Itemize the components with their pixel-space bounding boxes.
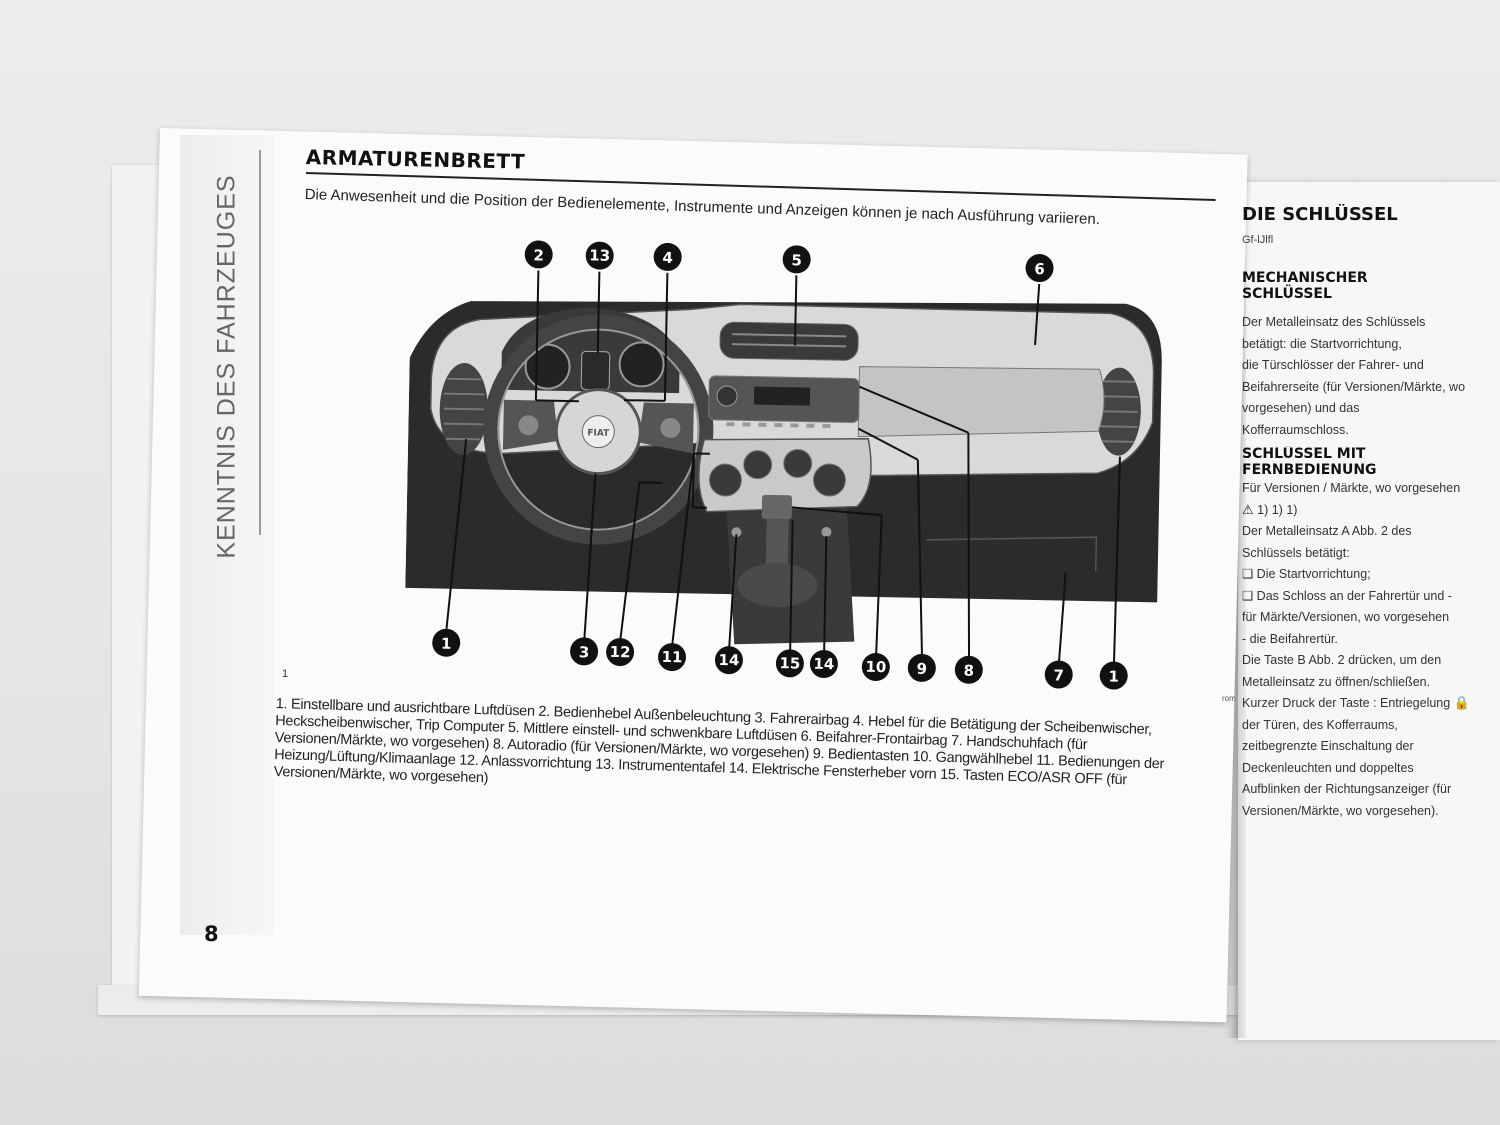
callout-11: 11	[658, 643, 687, 672]
callout-14-right: 14	[809, 649, 838, 678]
callout-5: 5	[782, 245, 811, 274]
svg-text:14: 14	[718, 651, 739, 669]
section-mechanical-key: MECHANISCHER SCHLÜSSEL	[1242, 270, 1500, 302]
svg-text:5: 5	[791, 251, 802, 269]
callout-1-right: 1	[1099, 661, 1128, 690]
warning-triangle-icon: ⚠	[1242, 502, 1254, 518]
svg-text:15: 15	[779, 654, 800, 672]
callout-8: 8	[954, 655, 983, 684]
center-air-vent	[719, 321, 859, 361]
svg-text:11: 11	[661, 648, 682, 666]
dashboard-illustration: FIAT	[405, 240, 1162, 690]
body-line: die Türschlösser der Fahrer- und	[1242, 358, 1424, 372]
page-number: 8	[204, 922, 219, 946]
figure-number: 1	[282, 668, 289, 680]
svg-text:1: 1	[441, 635, 452, 653]
body-line: Für Versionen / Märkte, wo vorgesehen	[1242, 481, 1461, 495]
svg-text:3: 3	[579, 643, 590, 661]
body-line: Beifahrerseite (für Versionen/Märkte, wo	[1242, 379, 1466, 394]
svg-text:4: 4	[662, 249, 673, 267]
body-line: Versionen/Märkte, wo vorgesehen).	[1242, 803, 1439, 818]
section-title: MECHANISCHER	[1242, 270, 1368, 286]
svg-text:13: 13	[589, 246, 610, 264]
section-title: SCHLÜSSEL MIT	[1242, 446, 1366, 462]
body-line: für Märkte/Versionen, wo vorgesehen	[1242, 610, 1450, 624]
gear-shift-top	[761, 494, 793, 520]
side-tab-background	[180, 135, 274, 935]
passenger-dash-recess	[857, 366, 1105, 438]
callout-6: 6	[1025, 254, 1054, 283]
svg-text:9: 9	[916, 660, 927, 678]
callout-15: 15	[775, 649, 804, 678]
margin-note: rom	[1222, 694, 1236, 703]
svg-text:14: 14	[813, 655, 834, 673]
glove-box	[926, 536, 1098, 572]
body-line: vorgesehen) und das	[1242, 401, 1360, 415]
gear-boot	[737, 563, 818, 608]
section-title: SCHLÜSSEL	[1242, 286, 1332, 302]
body-line: Metalleinsatz zu öffnen/schließen.	[1242, 674, 1431, 689]
right-intro-block: Gf-lJlfl	[1242, 234, 1500, 246]
fiat-logo	[581, 415, 615, 449]
svg-text:1: 1	[1108, 667, 1119, 685]
section-remote-key-text: Für Versionen / Märkte, wo vorgesehen ⚠ …	[1242, 478, 1500, 822]
trip-display	[580, 350, 611, 391]
right-intro-fragment: Gf-lJlfl	[1242, 234, 1274, 246]
right-page-content: DIE SCHLÜSSEL	[1242, 204, 1500, 225]
body-line: Die Taste B Abb. 2 drücken, um den	[1242, 653, 1442, 667]
callout-7: 7	[1044, 660, 1073, 689]
tachometer	[618, 341, 665, 388]
svg-text:6: 6	[1034, 260, 1045, 278]
radio-display	[753, 386, 811, 406]
section-remote-key: SCHLÜSSEL MIT FERNBEDIENUNG	[1242, 446, 1500, 478]
body-line: Kofferraumschloss.	[1242, 422, 1349, 437]
callout-12: 12	[606, 638, 635, 667]
callout-9: 9	[907, 653, 936, 682]
fiat-logo-text: FIAT	[587, 428, 610, 438]
body-line: ❑ Die Startvorrichtung;	[1242, 567, 1371, 581]
right-page-title: DIE SCHLÜSSEL	[1242, 204, 1398, 225]
callout-2: 2	[524, 240, 553, 269]
steering-wheel	[483, 314, 714, 545]
callout-14-left: 14	[714, 646, 743, 675]
body-line: - die Beifahrertür.	[1242, 631, 1338, 646]
body-line: Schlüssels betätigt:	[1242, 545, 1350, 560]
callout-3: 3	[570, 637, 599, 666]
body-line: zeitbegrenzte Einschaltung der	[1242, 739, 1414, 753]
right-page	[1238, 182, 1500, 1040]
section-title: FERNBEDIENUNG	[1242, 462, 1377, 478]
body-line: ❑ Das Schloss an der Fahrertür und -	[1242, 588, 1452, 603]
chapter-tab-rule	[259, 150, 261, 535]
body-line: Der Metalleinsatz des Schlüssels	[1242, 315, 1426, 329]
dashboard-figure: FIAT	[404, 238, 1172, 693]
callout-10: 10	[861, 652, 890, 681]
callout-13: 13	[585, 241, 614, 270]
warning-icons: ⚠ 1) 1) 1)	[1242, 500, 1500, 522]
section-mechanical-key-text: Der Metalleinsatz des Schlüssels betätig…	[1242, 312, 1500, 441]
svg-text:10: 10	[865, 658, 886, 676]
svg-text:7: 7	[1053, 666, 1064, 684]
svg-text:8: 8	[963, 662, 974, 680]
callout-1-left: 1	[432, 628, 461, 657]
body-line: Deckenleuchten und doppeltes	[1242, 760, 1414, 775]
chapter-tab-label: KENNTNIS DES FAHRZEUGES	[212, 174, 241, 559]
svg-text:2: 2	[533, 246, 544, 264]
page-title: ARMATURENBRETT	[305, 145, 526, 174]
body-line: Aufblinken der Richtungsanzeiger (für	[1242, 782, 1452, 796]
callout-4: 4	[653, 242, 682, 271]
body-line-with-lock: Kurzer Druck der Taste : Entriegelung 🔒	[1242, 693, 1500, 715]
lock-icon: 🔒	[1453, 696, 1470, 711]
body-line: betätigt: die Startvorrichtung,	[1242, 336, 1402, 351]
svg-text:12: 12	[609, 643, 630, 661]
gear-lever	[765, 518, 789, 570]
body-line: der Türen, des Kofferraums,	[1242, 717, 1398, 732]
body-line: Der Metalleinsatz A Abb. 2 des	[1242, 524, 1412, 538]
